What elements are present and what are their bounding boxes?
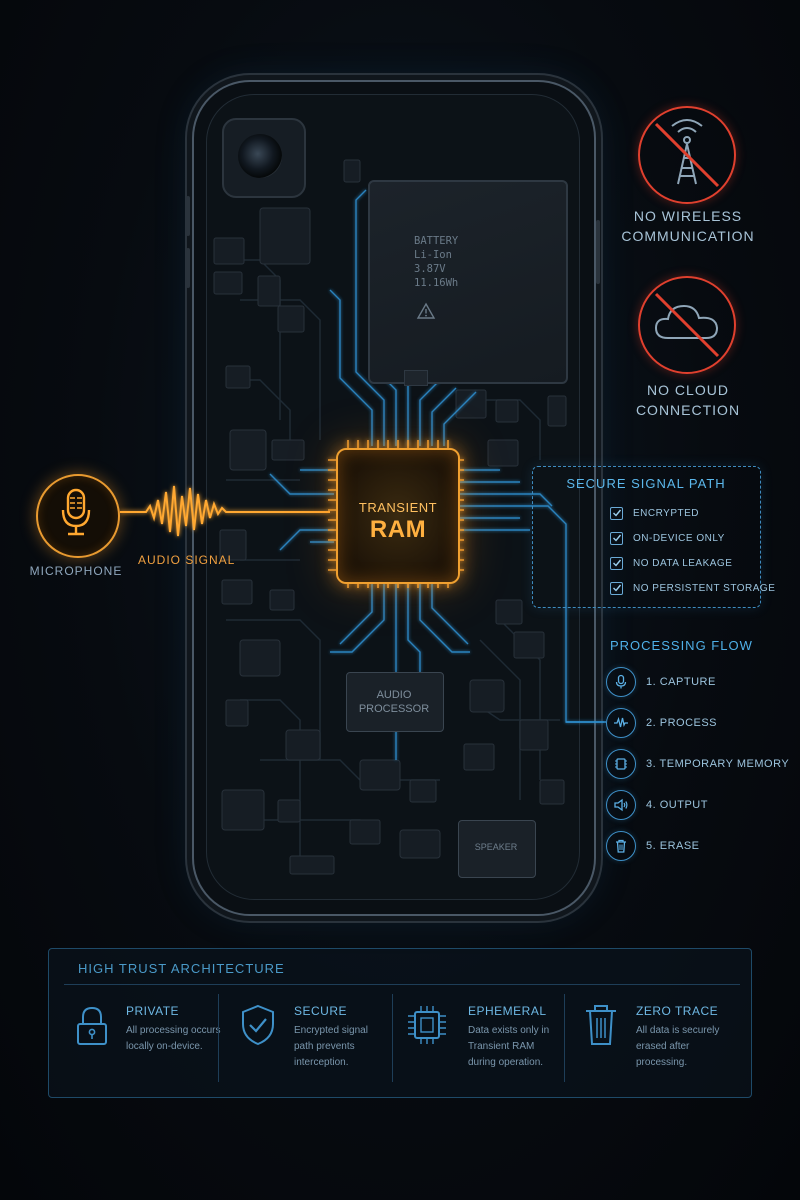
secure-signal-path-title: SECURE SIGNAL PATH (566, 476, 726, 491)
flow-step: 4. OUTPUT (606, 789, 708, 821)
no-wireless-line2: COMMUNICATION (621, 228, 755, 244)
no-wireless-icon (654, 119, 720, 188)
no-cloud-line2: CONNECTION (635, 402, 741, 418)
checkbox-checked-icon (610, 581, 623, 595)
flow-step: 2. PROCESS (606, 707, 717, 739)
battery-voltage: 3.87V (414, 263, 446, 275)
volume-down-button (186, 248, 190, 288)
trash-icon (606, 831, 636, 861)
feature-body: Data exists only in Transient RAM during… (468, 1025, 550, 1068)
microphone-label: MICROPHONE (29, 564, 123, 578)
no-cloud-line1: NO CLOUD (647, 382, 729, 398)
flow-step: 5. ERASE (606, 830, 700, 862)
flow-step-label: 4. OUTPUT (646, 799, 708, 811)
no-cloud-label: NO CLOUD CONNECTION (598, 380, 778, 420)
camera-lens (238, 134, 282, 178)
secure-item-label: ENCRYPTED (633, 507, 699, 519)
audio-processor-label: AUDIO PROCESSOR (346, 688, 442, 716)
flow-step-label: 1. CAPTURE (646, 676, 716, 688)
processing-flow-title: PROCESSING FLOW (610, 638, 753, 653)
no-wireless-line1: NO WIRELESS (633, 208, 743, 224)
waveform-icon (606, 708, 636, 738)
feature-title: PRIVATE (126, 1004, 180, 1018)
ram-label-line1: TRANSIENT (358, 500, 438, 515)
secure-item-label: NO PERSISTENT STORAGE (633, 582, 776, 594)
ram-label-line2: RAM (369, 516, 427, 543)
architecture-rule (64, 984, 740, 985)
secure-item: ON-DEVICE ONLY (610, 529, 725, 547)
speaker-label: SPEAKER (474, 842, 518, 852)
microphone-circle (36, 474, 120, 558)
transient-ram-chip (336, 448, 460, 584)
chip-icon (408, 1006, 446, 1044)
feature-divider (392, 994, 393, 1082)
speaker-component (458, 820, 536, 878)
trash-icon (586, 1005, 616, 1045)
feature-title: SECURE (294, 1004, 348, 1018)
microphone-icon (61, 488, 91, 536)
flow-step-label: 2. PROCESS (646, 717, 718, 729)
feature-title: ZERO TRACE (636, 1004, 719, 1018)
warning-triangle-icon (416, 302, 436, 319)
secure-item: NO PERSISTENT STORAGE (610, 579, 775, 597)
checkbox-checked-icon (610, 556, 623, 570)
shield-check-icon (242, 1004, 274, 1046)
audio-processor-line2: PROCESSOR (358, 703, 430, 715)
feature-title: EPHEMERAL (468, 1004, 547, 1018)
feature-body: Encrypted signal path prevents intercept… (294, 1025, 368, 1068)
audio-processor-chip (346, 672, 444, 732)
battery-label: BATTERY (414, 235, 459, 247)
power-button (596, 220, 600, 284)
checkbox-checked-icon (610, 531, 623, 545)
battery-specs: BATTERY Li-Ion 3.87V 11.16Wh (414, 234, 458, 290)
no-wireless-badge (638, 106, 736, 204)
speaker-icon (606, 790, 636, 820)
secure-item-label: ON-DEVICE ONLY (633, 532, 725, 544)
audio-processor-line1: AUDIO (376, 689, 412, 701)
feature-body: All processing occurs locally on-device. (126, 1025, 221, 1052)
checkbox-checked-icon (610, 506, 623, 520)
battery-chemistry: Li-Ion (414, 249, 452, 261)
flow-step-label: 5. ERASE (646, 840, 700, 852)
secure-item: ENCRYPTED (610, 504, 699, 522)
flow-step-label: 3. TEMPORARY MEMORY (646, 758, 790, 770)
battery-capacity: 11.16Wh (414, 277, 459, 289)
architecture-title: HIGH TRUST ARCHITECTURE (78, 961, 285, 976)
volume-up-button (186, 196, 190, 236)
secure-signal-path-panel (532, 466, 761, 608)
secure-item: NO DATA LEAKAGE (610, 554, 732, 572)
high-trust-architecture-panel (48, 948, 752, 1098)
feature-divider (218, 994, 219, 1082)
flow-step: 3. TEMPORARY MEMORY (606, 748, 789, 780)
chip-icon (606, 749, 636, 779)
audio-signal-label: AUDIO SIGNAL (138, 553, 236, 567)
lock-icon (77, 1006, 107, 1045)
flow-step: 1. CAPTURE (606, 666, 716, 698)
no-cloud-badge (638, 276, 736, 374)
secure-item-label: NO DATA LEAKAGE (633, 557, 733, 569)
feature-body: All data is securely erased after proces… (636, 1025, 720, 1068)
battery (368, 180, 568, 384)
microphone-icon (606, 667, 636, 697)
no-wireless-label: NO WIRELESS COMMUNICATION (598, 206, 778, 246)
feature-divider (564, 994, 565, 1082)
no-cloud-icon (654, 292, 720, 358)
battery-connector (404, 370, 428, 386)
